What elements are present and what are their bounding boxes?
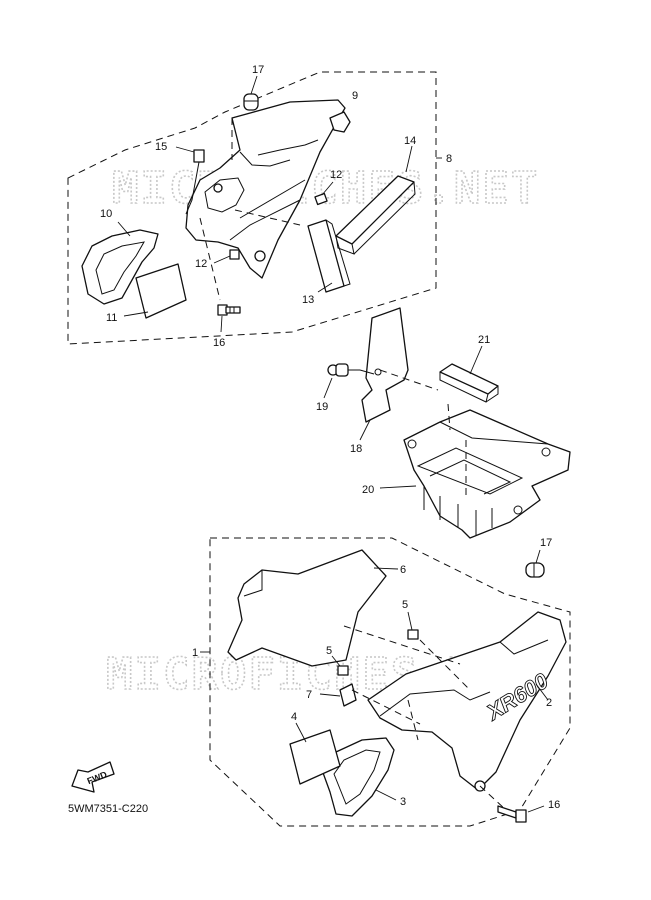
- part-13-foam: [307, 219, 345, 293]
- callout-14: 14: [404, 135, 416, 147]
- part-19-screw: [327, 363, 360, 377]
- part-5-damper-lower: [337, 665, 349, 676]
- part-4-seal: [289, 729, 341, 785]
- callout-5-lower: 5: [326, 645, 332, 657]
- callout-19: 19: [316, 401, 328, 413]
- part-9-mount-hole: [254, 250, 266, 262]
- part-17-grommet-top: [243, 93, 259, 111]
- callout-7: 7: [306, 689, 312, 701]
- part-7-clip: [339, 683, 357, 707]
- fwd-arrow-icon: FWD: [71, 761, 115, 793]
- part-21-foam: [439, 363, 499, 395]
- part-3-emblem: [321, 737, 395, 817]
- part-9-inner-edge: [239, 139, 319, 167]
- part-16-bolt-top: [217, 304, 241, 316]
- callout-4: 4: [291, 711, 297, 723]
- callout-13: 13: [302, 294, 314, 306]
- part-11-seal: [135, 263, 187, 319]
- callout-20: 20: [362, 484, 374, 496]
- part-9-knob: [329, 111, 351, 133]
- callout-labels: 17 9 15 14 8 12 10 12 13 11 16 21 19 18 …: [100, 64, 560, 811]
- part-9-window: [204, 177, 245, 213]
- part-20-tray: [403, 409, 571, 539]
- callout-11: 11: [106, 312, 117, 324]
- part-18-sheet: [361, 307, 409, 423]
- part-12-damper-lower: [229, 249, 240, 260]
- callout-16-bottom: 16: [548, 799, 560, 811]
- part-17-grommet-bottom: [525, 562, 545, 578]
- part-12-damper-upper: [314, 192, 328, 206]
- callout-2: 2: [546, 697, 552, 709]
- callout-5-upper: 5: [402, 599, 408, 611]
- callout-10: 10: [100, 208, 112, 220]
- assembly-1-group: XR600: [209, 537, 571, 827]
- callout-8: 8: [446, 153, 452, 165]
- watermark-top: MICROFICHES.NET: [112, 163, 539, 214]
- callout-9: 9: [352, 90, 358, 102]
- part-15-clip: [193, 149, 205, 163]
- assembly-8-boundary: [67, 71, 437, 345]
- part-6-plate: [227, 549, 387, 667]
- part-16-bolt-bottom: [497, 805, 527, 823]
- callout-17-top: 17: [252, 64, 264, 76]
- battery-box-group: [323, 307, 571, 539]
- callout-16-top: 16: [213, 337, 225, 349]
- callout-12-upper: 12: [330, 169, 342, 181]
- part-9-rib: [229, 179, 306, 241]
- callout-12-lower: 12: [195, 258, 207, 270]
- part-5-damper-upper: [407, 629, 419, 640]
- assembly-8-group: [67, 71, 437, 345]
- callout-3: 3: [400, 796, 406, 808]
- callout-21: 21: [478, 334, 490, 346]
- part-15-leader-line: [185, 161, 200, 215]
- part-10-emblem: [81, 229, 159, 305]
- diagram-code: 5WM7351-C220: [68, 803, 148, 815]
- callout-15: 15: [155, 141, 167, 153]
- callout-17-bottom: 17: [540, 537, 552, 549]
- part-2-side-cover: [367, 611, 567, 791]
- callout-6: 6: [400, 564, 406, 576]
- callout-1: 1: [192, 647, 198, 659]
- callout-18: 18: [350, 443, 362, 455]
- assembly-1-boundary: [209, 537, 571, 827]
- part-9-mount-hole-2: [213, 183, 223, 193]
